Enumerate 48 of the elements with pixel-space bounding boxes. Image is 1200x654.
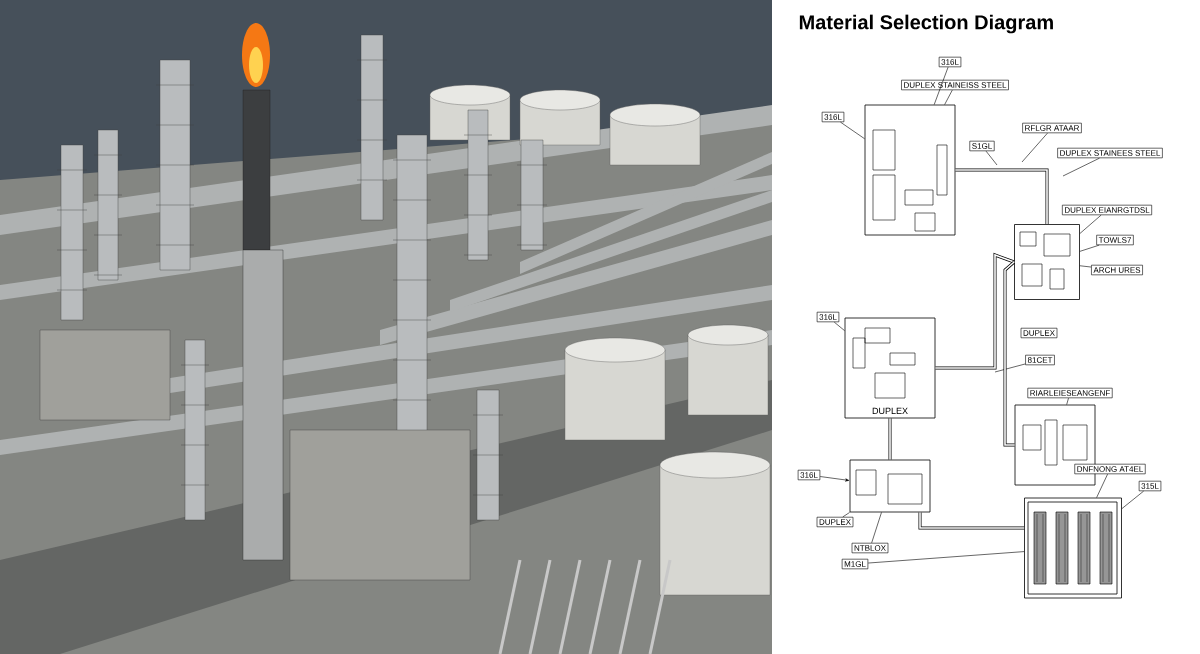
title: Material Selection Diagram	[799, 14, 1053, 34]
equipment-box	[849, 459, 931, 513]
equipment-box: DUPLEX	[844, 317, 936, 419]
leader-line	[833, 321, 845, 331]
callout-label: DUPLEX STAINEES STEEL	[1057, 147, 1163, 159]
callout-label: 315L	[1138, 480, 1162, 492]
callout-label: DNFNONG AT4EL	[1074, 463, 1146, 475]
callout-label: S1GL	[969, 140, 995, 152]
callout-label: TOWLS7	[1096, 234, 1134, 246]
callout-label: 316L	[797, 469, 821, 481]
callout-label: DUPLEX	[1020, 327, 1058, 339]
leader-line	[933, 66, 949, 105]
equipment-box	[1014, 224, 1080, 300]
callout-label: 316L	[816, 311, 840, 323]
leader-line	[1121, 490, 1144, 509]
callout-label: ARCH URES	[1091, 264, 1143, 276]
leader-line	[985, 150, 998, 166]
filter-housing	[1024, 497, 1122, 599]
callout-label: DUPLEX	[816, 516, 854, 528]
pipe	[1003, 260, 1016, 447]
pipe	[954, 168, 1049, 225]
pipe	[934, 252, 1015, 370]
callout-label: 316L	[821, 111, 845, 123]
callout-label: 81CET	[1025, 354, 1055, 366]
callout-label: 316L	[938, 56, 962, 68]
leader-line	[1066, 397, 1069, 405]
pipe	[918, 511, 1025, 530]
callout-label: DUPLEX EIANRGTDSL	[1062, 204, 1152, 216]
leader-line	[1079, 265, 1092, 268]
callout-label: RFLGR ATAAR	[1022, 122, 1082, 134]
leader-line	[1062, 157, 1100, 177]
leader-line	[819, 476, 850, 482]
leader-line	[867, 551, 1025, 564]
leader-line	[1079, 214, 1102, 234]
equipment-box	[864, 104, 956, 236]
callout-label: NTBLOX	[851, 542, 889, 554]
leader-line	[1096, 473, 1108, 498]
callout-label: RIARLEIESEANGENF	[1027, 387, 1113, 399]
pipe	[888, 417, 892, 461]
callout-label: M1GL	[841, 558, 869, 570]
leader-line	[871, 512, 882, 544]
leader-line	[1079, 244, 1100, 252]
leader-line	[840, 121, 865, 140]
leader-line	[994, 363, 1026, 373]
callout-label: DUPLEX STAINEISS STEEL	[901, 79, 1009, 91]
leader-line	[842, 512, 850, 518]
leader-line	[1021, 132, 1048, 163]
leader-line	[944, 89, 953, 105]
